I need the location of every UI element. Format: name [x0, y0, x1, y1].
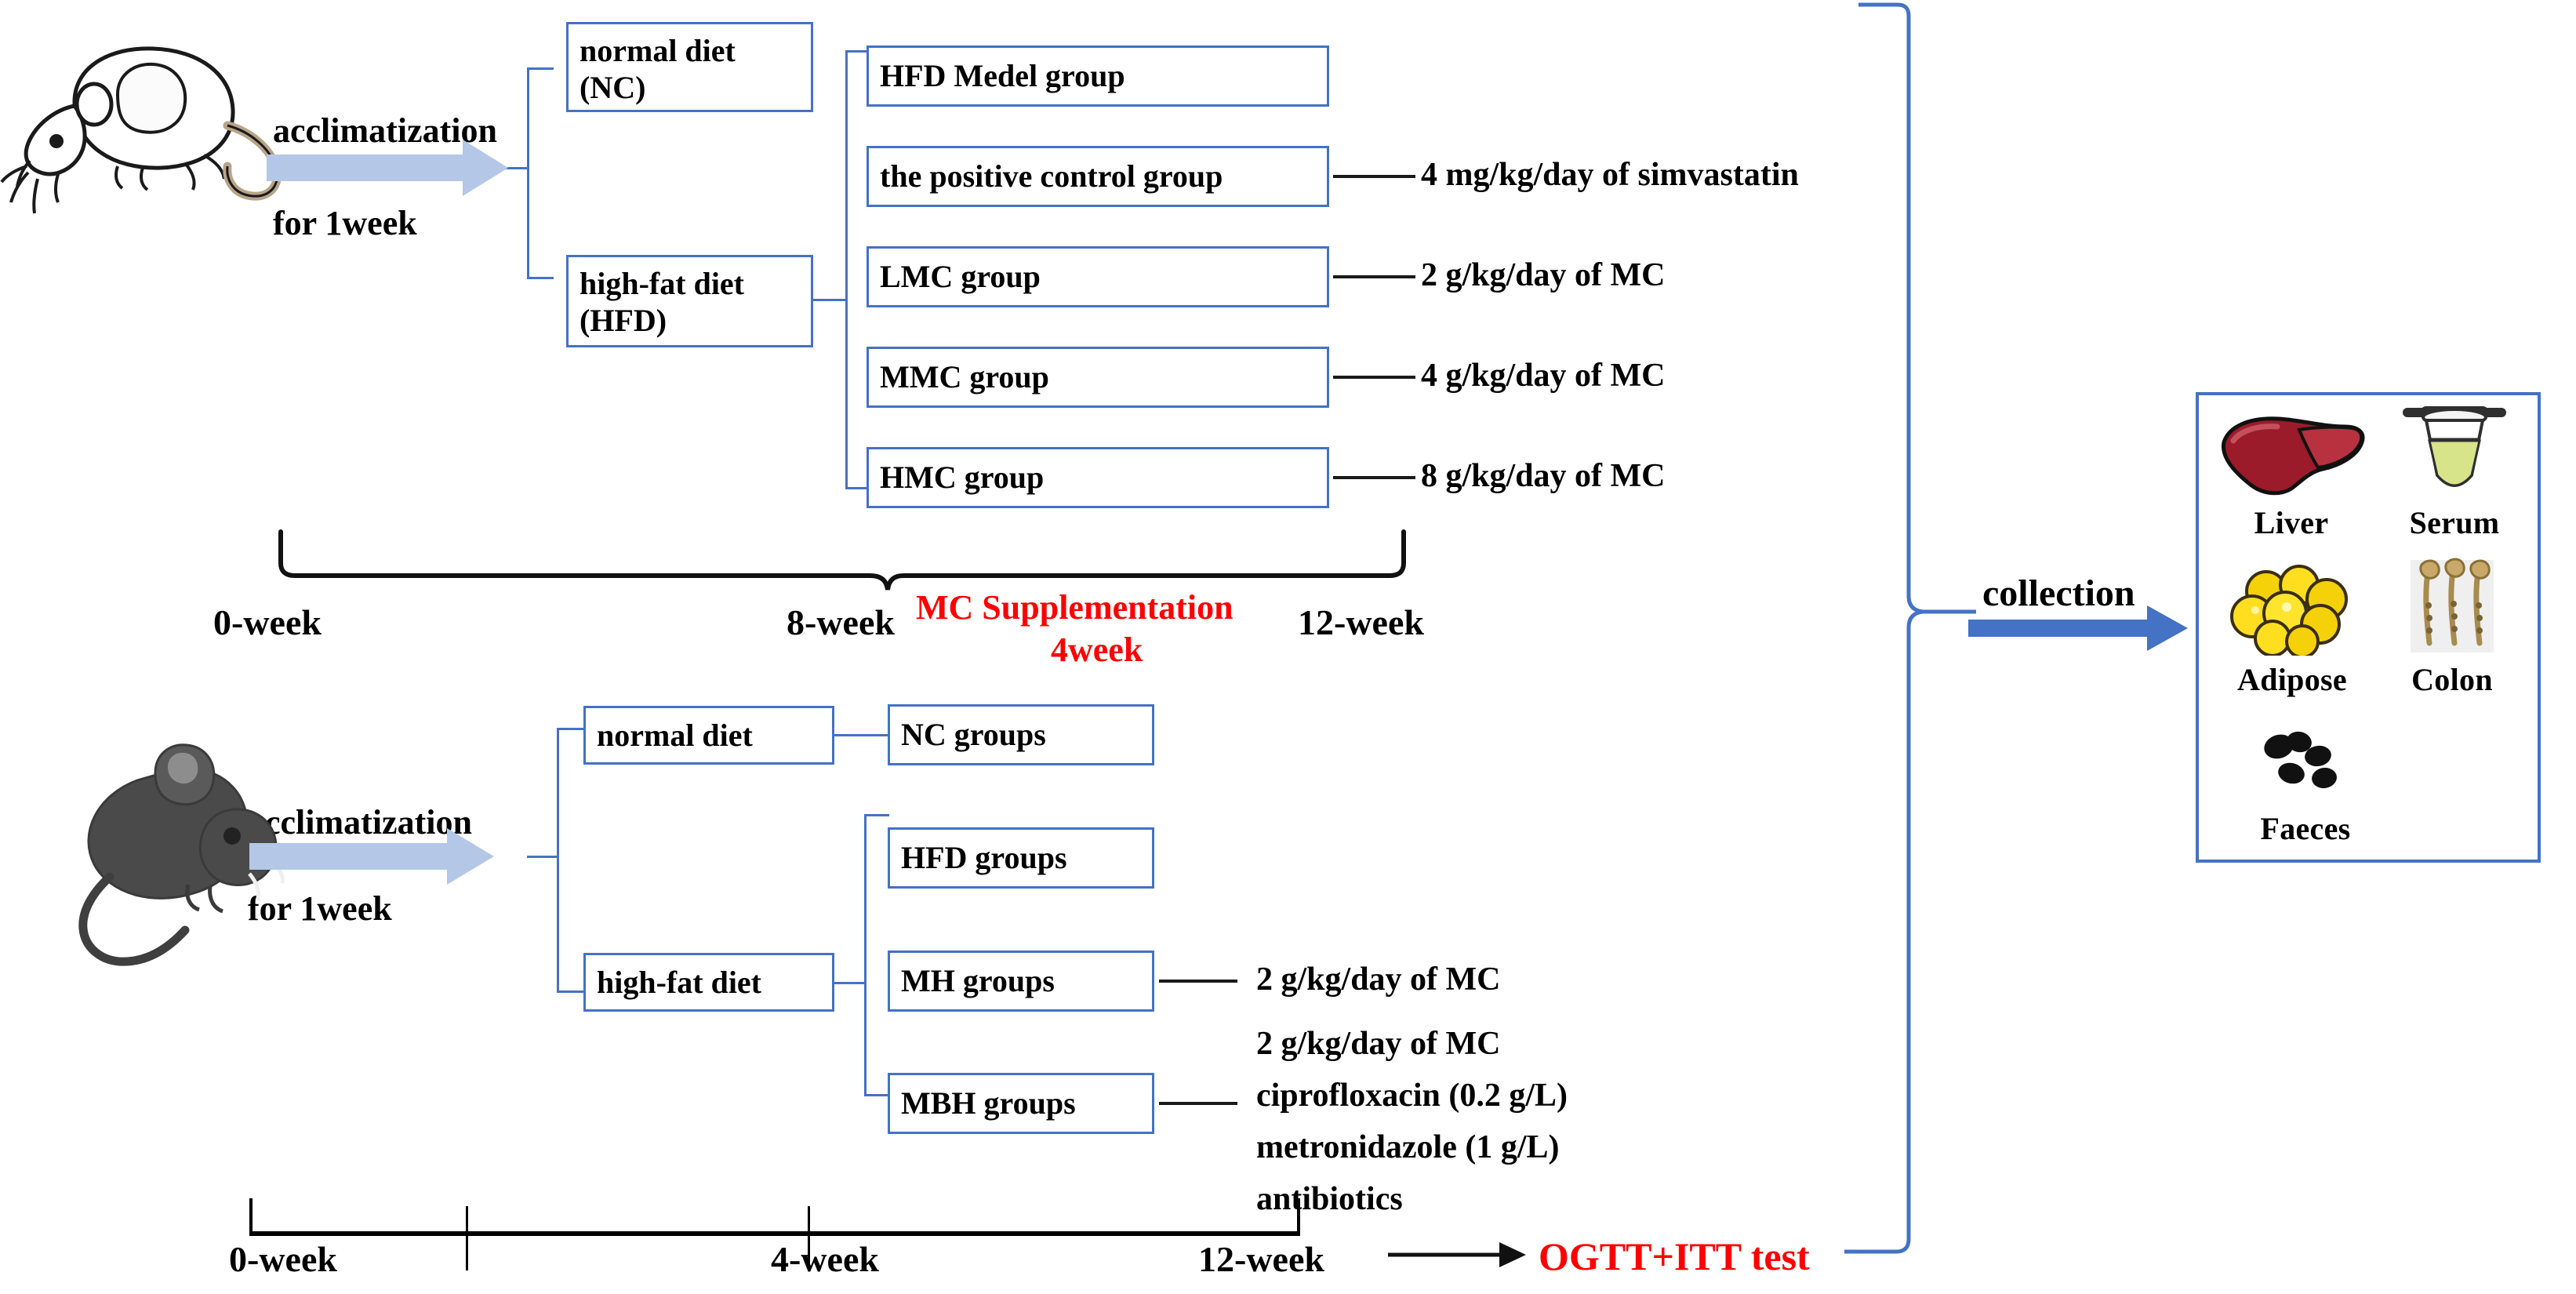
group-box-hfd-model-label: HFD Medel group	[880, 58, 1125, 94]
diet-box-mouse-hfd-label: high-fat diet	[597, 964, 761, 1000]
specimen-adipose-caption: Adipose	[2237, 662, 2347, 697]
rat-diet-bracket-top	[527, 67, 554, 70]
group-box-lmc[interactable]: LMC group	[867, 246, 1329, 307]
mouse-timeline-start-label: 0-week	[229, 1239, 337, 1279]
rat-timeline-end-label: 12-week	[1298, 602, 1424, 642]
dose-label-mbh-line2: ciprofloxacin (0.2 g/L)	[1256, 1078, 1568, 1114]
group-box-hfd-model[interactable]: HFD Medel group	[867, 45, 1329, 107]
mouse-acclimatization-line1: acclimatization	[248, 803, 472, 841]
group-box-positive-control[interactable]: the positive control group	[867, 146, 1329, 207]
group-box-mmc-label: MMC group	[880, 359, 1049, 395]
specimen-liver-caption: Liver	[2254, 505, 2329, 540]
group-box-mh-groups-label: MH groups	[901, 963, 1055, 999]
mouse-diet-bracket-bottom	[557, 990, 583, 993]
group-box-positive-control-label: the positive control group	[880, 158, 1223, 194]
dose-label-hmc: 8 g/kg/day of MC	[1421, 458, 1666, 494]
specimen-adipose: Adipose	[2218, 565, 2367, 698]
rat-acclimatization-line1: acclimatization	[273, 111, 497, 150]
specimen-faeces-caption: Faeces	[2260, 811, 2351, 846]
group-box-hfd-groups[interactable]: HFD groups	[888, 827, 1154, 889]
group-box-nc-groups-label: NC groups	[901, 717, 1046, 753]
dose-leader-mh-groups	[1159, 980, 1237, 983]
diet-box-nc-line1: normal diet	[580, 33, 736, 68]
diet-box-hfd[interactable]: high-fat diet (HFD)	[566, 255, 813, 347]
mouse-group-bracket-stem	[834, 982, 866, 984]
dose-leader-positive-control	[1333, 175, 1415, 178]
mouse-group-bracket-bottom	[864, 1094, 889, 1096]
diet-box-hfd-line1: high-fat diet	[580, 266, 744, 301]
liver-icon	[2222, 416, 2365, 496]
mouse-timeline-tick-4week	[808, 1206, 810, 1270]
diet-box-mouse-normal[interactable]: normal diet	[583, 706, 834, 765]
rat-acclimatization-line2: for 1week	[273, 204, 417, 242]
group-box-hmc-label: HMC group	[880, 460, 1045, 496]
mouse-timeline-tick-1	[466, 1206, 468, 1270]
white-rat-icon	[0, 46, 282, 214]
diet-box-mouse-normal-label: normal diet	[597, 717, 753, 753]
dose-label-mbh-line4: antibiotics	[1256, 1181, 1403, 1217]
microcentrifuge-tube-icon	[2403, 406, 2506, 487]
rat-timeline-mid-label: 8-week	[787, 602, 895, 642]
specimen-serum: Serum	[2384, 400, 2525, 541]
mouse-diet-bracket-top	[557, 728, 583, 730]
rat-group-bracket-stem	[813, 299, 848, 301]
mouse-timeline-end-label: 12-week	[1198, 1239, 1324, 1279]
mouse-timeline-rule	[249, 1231, 1300, 1236]
specimen-liver: Liver	[2213, 406, 2370, 541]
right-arrow-icon	[1388, 1242, 1526, 1267]
rat-diet-bracket-stem	[499, 167, 529, 169]
rat-group-bracket-vertical	[845, 50, 848, 489]
dose-label-mbh-line1: 2 g/kg/day of MC	[1256, 1026, 1501, 1062]
diet-box-nc[interactable]: normal diet (NC)	[566, 22, 813, 112]
group-box-hfd-groups-label: HFD groups	[901, 840, 1067, 876]
rat-diet-bracket-vertical	[527, 67, 529, 279]
diet-box-nc-line2: (NC)	[580, 70, 646, 106]
group-box-hmc[interactable]: HMC group	[867, 447, 1329, 508]
dose-label-mh-groups: 2 g/kg/day of MC	[1256, 961, 1501, 998]
dose-label-mmc: 4 g/kg/day of MC	[1421, 358, 1666, 394]
ogtt-itt-test-label: OGTT+ITT test	[1539, 1234, 1810, 1278]
mouse-timeline-cap-end	[1297, 1198, 1300, 1234]
dose-leader-hmc	[1333, 476, 1415, 479]
group-box-mh-groups[interactable]: MH groups	[888, 951, 1154, 1012]
collection-spine	[1844, 2, 1924, 1254]
specimen-colon-caption: Colon	[2411, 662, 2493, 697]
dose-label-mbh-line3: metronidazole (1 g/L)	[1256, 1129, 1560, 1165]
mouse-nc-connector	[834, 734, 888, 736]
mouse-group-bracket-top	[864, 814, 889, 816]
dose-leader-mbh-groups	[1159, 1102, 1237, 1105]
collection-label: collection	[1982, 572, 2135, 614]
group-box-mbh-groups[interactable]: MBH groups	[888, 1073, 1154, 1134]
dose-leader-lmc	[1333, 275, 1415, 278]
group-box-mmc[interactable]: MMC group	[867, 347, 1329, 408]
specimen-colon: Colon	[2393, 557, 2511, 698]
rat-timeline-start-label: 0-week	[213, 602, 322, 642]
diet-box-mouse-hfd[interactable]: high-fat diet	[583, 953, 834, 1012]
faecal-pellets-icon	[2264, 731, 2337, 789]
rat-timeline-brace	[278, 529, 1406, 591]
rat-group-bracket-bottom	[845, 487, 872, 489]
group-box-nc-groups[interactable]: NC groups	[888, 704, 1154, 765]
dose-leader-mmc	[1333, 376, 1415, 379]
specimen-faeces: Faeces	[2227, 729, 2384, 847]
dose-label-positive-control: 4 mg/kg/day of simvastatin	[1421, 157, 1799, 193]
specimen-serum-caption: Serum	[2409, 505, 2500, 540]
colon-specimen-icon	[2411, 558, 2494, 652]
rat-diet-bracket-bottom	[527, 277, 554, 279]
group-box-lmc-label: LMC group	[880, 259, 1041, 295]
mouse-group-bracket-vertical	[864, 814, 867, 1096]
adipocyte-cluster-icon	[2230, 565, 2348, 659]
diet-box-hfd-line2: (HFD)	[580, 303, 667, 339]
rat-group-bracket-top	[845, 50, 872, 53]
mouse-timeline-cap-start	[249, 1198, 253, 1234]
mc-supplementation-note-line2: 4week	[1051, 631, 1143, 669]
mouse-timeline-mid-label: 4-week	[771, 1239, 879, 1279]
group-box-mbh-groups-label: MBH groups	[901, 1085, 1076, 1121]
mouse-acclimatization-line2: for 1week	[248, 889, 392, 928]
mouse-diet-bracket-stem	[527, 856, 558, 858]
mc-supplementation-note-line1: MC Supplementation	[916, 588, 1234, 627]
dose-label-lmc: 2 g/kg/day of MC	[1421, 257, 1666, 293]
mouse-diet-bracket-vertical	[557, 728, 559, 993]
